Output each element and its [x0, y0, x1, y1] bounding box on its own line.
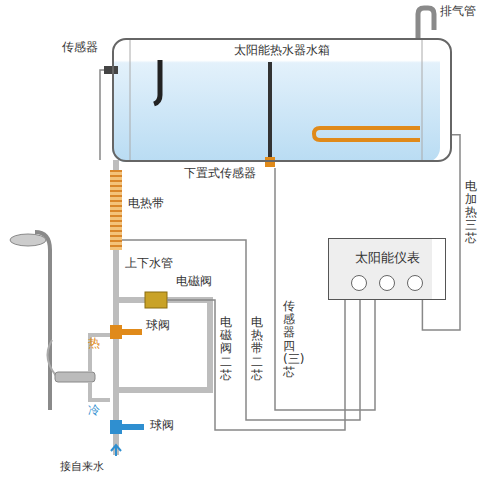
shower-head — [10, 234, 46, 246]
solenoid-valve — [145, 292, 167, 308]
heating-element — [314, 128, 420, 140]
part-label: 下置式传感器 — [184, 166, 256, 180]
part-label: 球阀 — [150, 418, 174, 432]
meter-box: 太阳能仪表 — [328, 238, 446, 300]
shower-pole — [35, 232, 50, 410]
meter-button — [407, 275, 423, 291]
float-rod — [154, 60, 160, 104]
meter-buttons — [329, 275, 445, 295]
cold-ball-valve — [110, 420, 122, 434]
mixer — [55, 372, 95, 382]
inlet-arrow — [111, 445, 121, 456]
cable-label: 电加热三芯 — [465, 180, 477, 246]
exhaust-pipe — [418, 8, 434, 40]
sensor-wire — [100, 70, 104, 160]
sensor-plug — [104, 66, 118, 74]
tank-seam — [130, 39, 131, 161]
lower-sensor — [265, 157, 275, 167]
meter-body — [328, 238, 432, 300]
tank-seam — [422, 39, 423, 161]
cable-label: 电磁阀二芯 — [220, 316, 232, 382]
heater-cable — [422, 135, 460, 330]
part-label: 接自来水 — [60, 460, 104, 473]
hot-ball-valve — [110, 325, 122, 339]
cold-connect — [90, 382, 110, 400]
part-label: 排气管 — [440, 4, 476, 18]
tank-box: 太阳能热水器水箱 — [112, 38, 452, 162]
water-pipe — [116, 300, 210, 390]
node-title: 太阳能热水器水箱 — [114, 42, 450, 59]
valve-cable — [167, 300, 345, 430]
part-label: 传感器 — [62, 40, 98, 54]
part-label: 热 — [88, 336, 100, 350]
cable-label: 电热带二芯 — [251, 316, 263, 382]
node-title: 太阳能仪表 — [329, 249, 445, 267]
sensor-rod — [268, 62, 272, 158]
part-label: 电磁阀 — [176, 274, 212, 288]
meter-button — [351, 275, 367, 291]
heating-band — [110, 170, 122, 250]
band-cable — [122, 240, 360, 420]
part-label: 球阀 — [146, 318, 170, 332]
cable-label: 传感器四(三)芯 — [283, 300, 295, 379]
part-label: 电热带 — [128, 196, 164, 210]
meter-button — [379, 275, 395, 291]
part-label: 冷 — [88, 403, 100, 417]
valve-handle — [122, 329, 142, 335]
part-label: 上下水管 — [125, 256, 173, 270]
valve-handle — [122, 424, 144, 430]
